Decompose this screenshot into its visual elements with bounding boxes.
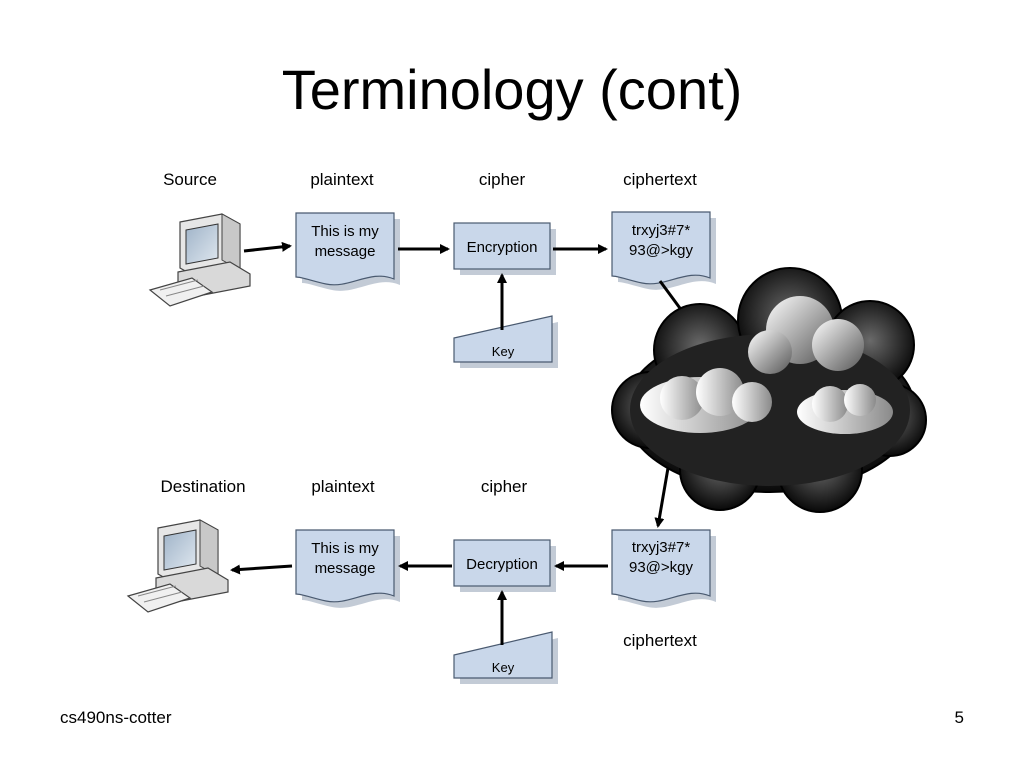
page-number: 5 <box>954 708 964 727</box>
plaintext-document-top: This is my message <box>295 212 400 291</box>
ciphertext-line-2-top: 93@>kgy <box>629 242 694 259</box>
plaintext-label-top: plaintext <box>310 170 374 189</box>
plaintext-line-2-bottom: message <box>315 560 376 577</box>
plaintext-line-1-bottom: This is my <box>311 540 379 557</box>
ciphertext-document-top: trxyj3#7* 93@>kgy <box>611 211 716 290</box>
plaintext-line-1-top: This is my <box>311 223 379 240</box>
slide-title: Terminology (cont) <box>281 58 743 121</box>
encryption-diagram: Source plaintext cipher ciphertext This … <box>126 170 927 684</box>
source-computer-icon <box>148 213 251 307</box>
plaintext-line-2-top: message <box>315 243 376 260</box>
key-label-bottom: Key <box>492 660 515 675</box>
key-box-top: Key <box>453 315 558 368</box>
destination-computer-icon <box>126 519 229 613</box>
ciphertext-label-bottom: ciphertext <box>623 631 697 650</box>
ciphertext-line-1-bottom: trxyj3#7* <box>632 539 691 556</box>
ciphertext-label-top: ciphertext <box>623 170 697 189</box>
destination-label: Destination <box>160 477 245 496</box>
encryption-box: Encryption <box>453 222 556 275</box>
arrow-plaintext-to-destination <box>230 564 293 575</box>
arrow-cloud-to-ciphertext <box>654 467 670 528</box>
cipher-label-top: cipher <box>479 170 526 189</box>
ciphertext-line-2-bottom: 93@>kgy <box>629 559 694 576</box>
ciphertext-document-bottom: trxyj3#7* 93@>kgy <box>611 529 716 608</box>
source-label: Source <box>163 170 217 189</box>
plaintext-document-bottom: This is my message <box>295 529 400 608</box>
cipher-label-bottom: cipher <box>481 477 528 496</box>
footer-course-label: cs490ns-cotter <box>60 708 172 727</box>
network-cloud-icon <box>611 267 927 513</box>
key-label-top: Key <box>492 344 515 359</box>
plaintext-label-bottom: plaintext <box>311 477 375 496</box>
decryption-box: Decryption <box>453 539 556 592</box>
arrow-source-to-plaintext <box>243 241 292 253</box>
key-box-bottom: Key <box>453 631 558 684</box>
ciphertext-line-1-top: trxyj3#7* <box>632 222 691 239</box>
encryption-label: Encryption <box>467 239 538 256</box>
decryption-label: Decryption <box>466 556 538 573</box>
